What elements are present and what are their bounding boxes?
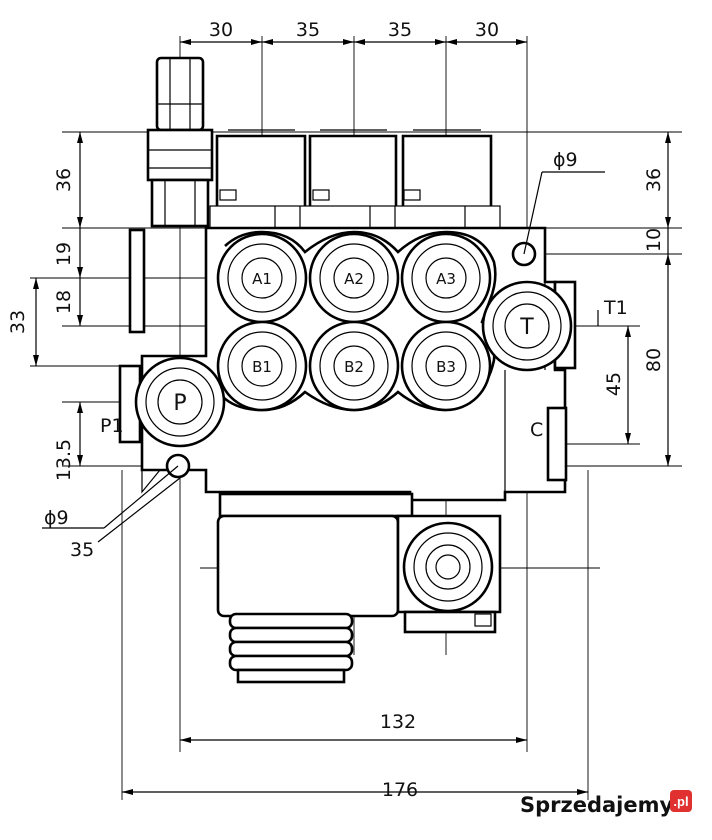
label-c: C — [530, 419, 543, 441]
dim-left-19: 19 — [53, 242, 75, 266]
label-p1: P1 — [100, 415, 124, 437]
port-a1 — [216, 232, 308, 324]
arrowheads — [33, 39, 671, 795]
dim-left-18: 18 — [53, 290, 75, 314]
label-b1: B1 — [252, 358, 272, 376]
label-b3: B3 — [436, 358, 456, 376]
port-a3 — [400, 232, 492, 324]
watermark-badge-bg — [670, 790, 692, 812]
label-a2: A2 — [344, 270, 364, 288]
bellows-boot — [228, 612, 354, 684]
port-b2 — [308, 320, 400, 412]
dim-right-45: 45 — [603, 372, 625, 396]
watermark-badge: .pl — [673, 794, 688, 809]
relief-valve — [146, 56, 214, 228]
port-p — [134, 356, 226, 448]
label-t1: T1 — [603, 297, 628, 319]
dim-top-3: 35 — [388, 19, 412, 41]
dim-top-1: 30 — [209, 19, 233, 41]
dim-left-36: 36 — [53, 168, 75, 192]
dimension-text: 30 35 35 30 36 19 18 33 13.5 36 10 80 45… — [7, 19, 665, 801]
label-b2: B2 — [344, 358, 364, 376]
dim-top-2: 35 — [296, 19, 320, 41]
watermark-text: Sprzedajemy — [520, 793, 674, 817]
dim-hole-top: ϕ9 — [553, 149, 578, 171]
dim-hole-bottom: ϕ9 — [44, 507, 69, 529]
top-caps — [209, 129, 501, 229]
dim-right-10: 10 — [643, 228, 665, 252]
ports — [134, 232, 573, 479]
port-b1 — [216, 320, 308, 412]
port-t — [481, 280, 573, 372]
dim-top-4: 30 — [475, 19, 499, 41]
dim-right-80: 80 — [643, 348, 665, 372]
watermark: Sprzedajemy .pl — [520, 790, 692, 817]
label-p: P — [173, 391, 186, 416]
dim-right-36: 36 — [643, 168, 665, 192]
dim-left-33: 33 — [7, 310, 29, 334]
label-a3: A3 — [436, 270, 456, 288]
lower-assembly — [216, 492, 502, 684]
dim-left-13-5: 13.5 — [53, 439, 75, 481]
label-t: T — [519, 315, 534, 340]
dimension-lines — [35, 41, 669, 793]
dim-width-132: 132 — [380, 711, 416, 733]
lever-boss — [402, 521, 494, 613]
dim-offset-35: 35 — [70, 539, 94, 561]
label-a1: A1 — [252, 270, 272, 288]
port-labels: A1 A2 A3 B1 B2 B3 T P P1 T1 C — [100, 270, 628, 441]
port-b3 — [400, 320, 492, 412]
dim-width-176: 176 — [382, 779, 418, 801]
